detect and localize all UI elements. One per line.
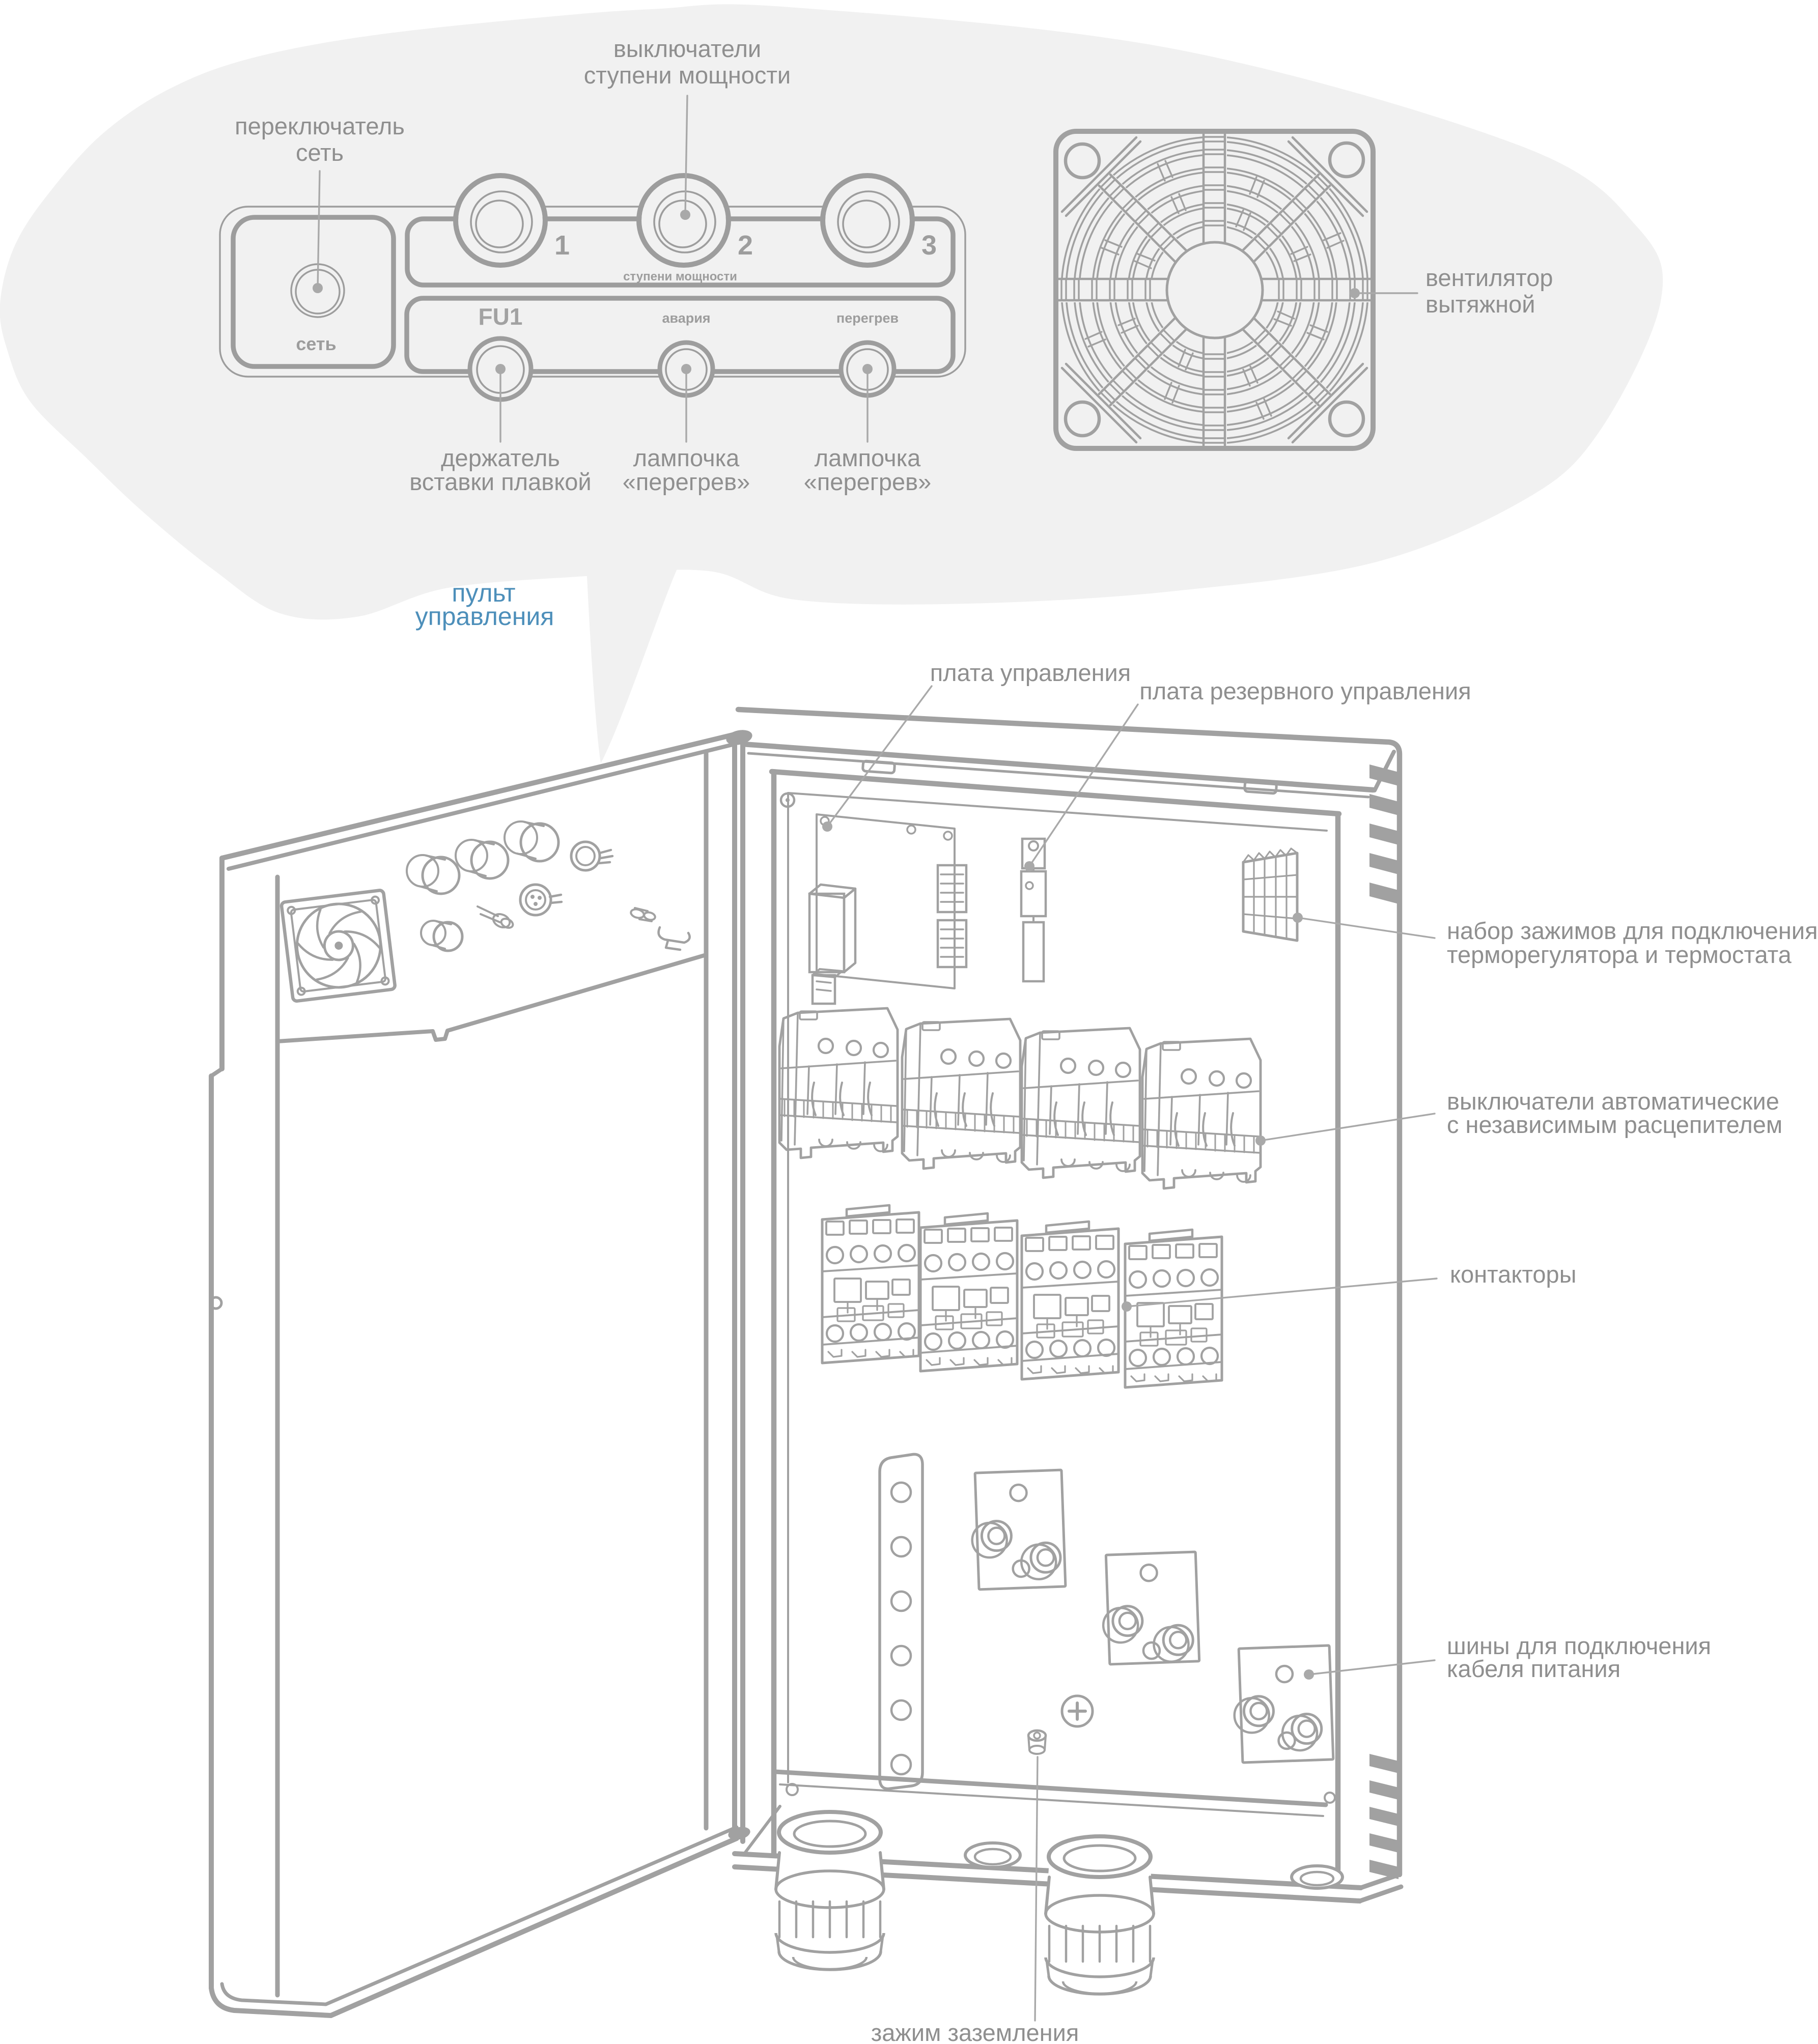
svg-text:выключатели автоматические: выключатели автоматические — [1447, 1088, 1779, 1115]
svg-text:плата резервного управления: плата резервного управления — [1139, 677, 1471, 704]
svg-text:сеть: сеть — [296, 333, 336, 354]
svg-text:ступени мощности: ступени мощности — [623, 270, 737, 283]
svg-text:плата управления: плата управления — [930, 659, 1131, 686]
svg-text:«перегрев»: «перегрев» — [623, 468, 750, 495]
svg-text:перегрев: перегрев — [836, 310, 899, 326]
svg-text:шины для подключения: шины для подключения — [1447, 1632, 1711, 1659]
svg-text:вытяжной: вытяжной — [1425, 291, 1535, 318]
svg-text:«перегрев»: «перегрев» — [804, 468, 932, 495]
svg-text:ступени мощности: ступени мощности — [584, 62, 791, 89]
svg-text:вентилятор: вентилятор — [1425, 264, 1553, 291]
svg-text:2: 2 — [738, 230, 753, 261]
svg-text:авария: авария — [662, 310, 710, 326]
svg-text:кабеля питания: кабеля питания — [1447, 1655, 1620, 1682]
svg-text:набор зажимов для подключения: набор зажимов для подключения — [1447, 917, 1818, 944]
svg-text:пульт: пульт — [452, 579, 515, 607]
svg-text:лампочка: лампочка — [815, 444, 921, 471]
svg-text:управления: управления — [415, 602, 554, 631]
svg-text:1: 1 — [554, 230, 570, 261]
svg-text:лампочка: лампочка — [633, 444, 740, 471]
svg-text:переключатель: переключатель — [235, 112, 405, 139]
svg-text:3: 3 — [921, 230, 937, 261]
svg-text:вставки плавкой: вставки плавкой — [409, 468, 591, 495]
svg-text:зажим заземления: зажим заземления — [871, 2019, 1079, 2044]
svg-text:FU1: FU1 — [479, 303, 523, 330]
svg-text:с независимым расцепителем: с независимым расцепителем — [1447, 1111, 1782, 1138]
svg-text:выключатели: выключатели — [613, 35, 761, 62]
svg-text:сеть: сеть — [296, 139, 344, 166]
svg-text:терморегулятора и термостата: терморегулятора и термостата — [1447, 941, 1792, 968]
svg-text:держатель: держатель — [441, 444, 560, 471]
svg-text:контакторы: контакторы — [1450, 1261, 1576, 1288]
